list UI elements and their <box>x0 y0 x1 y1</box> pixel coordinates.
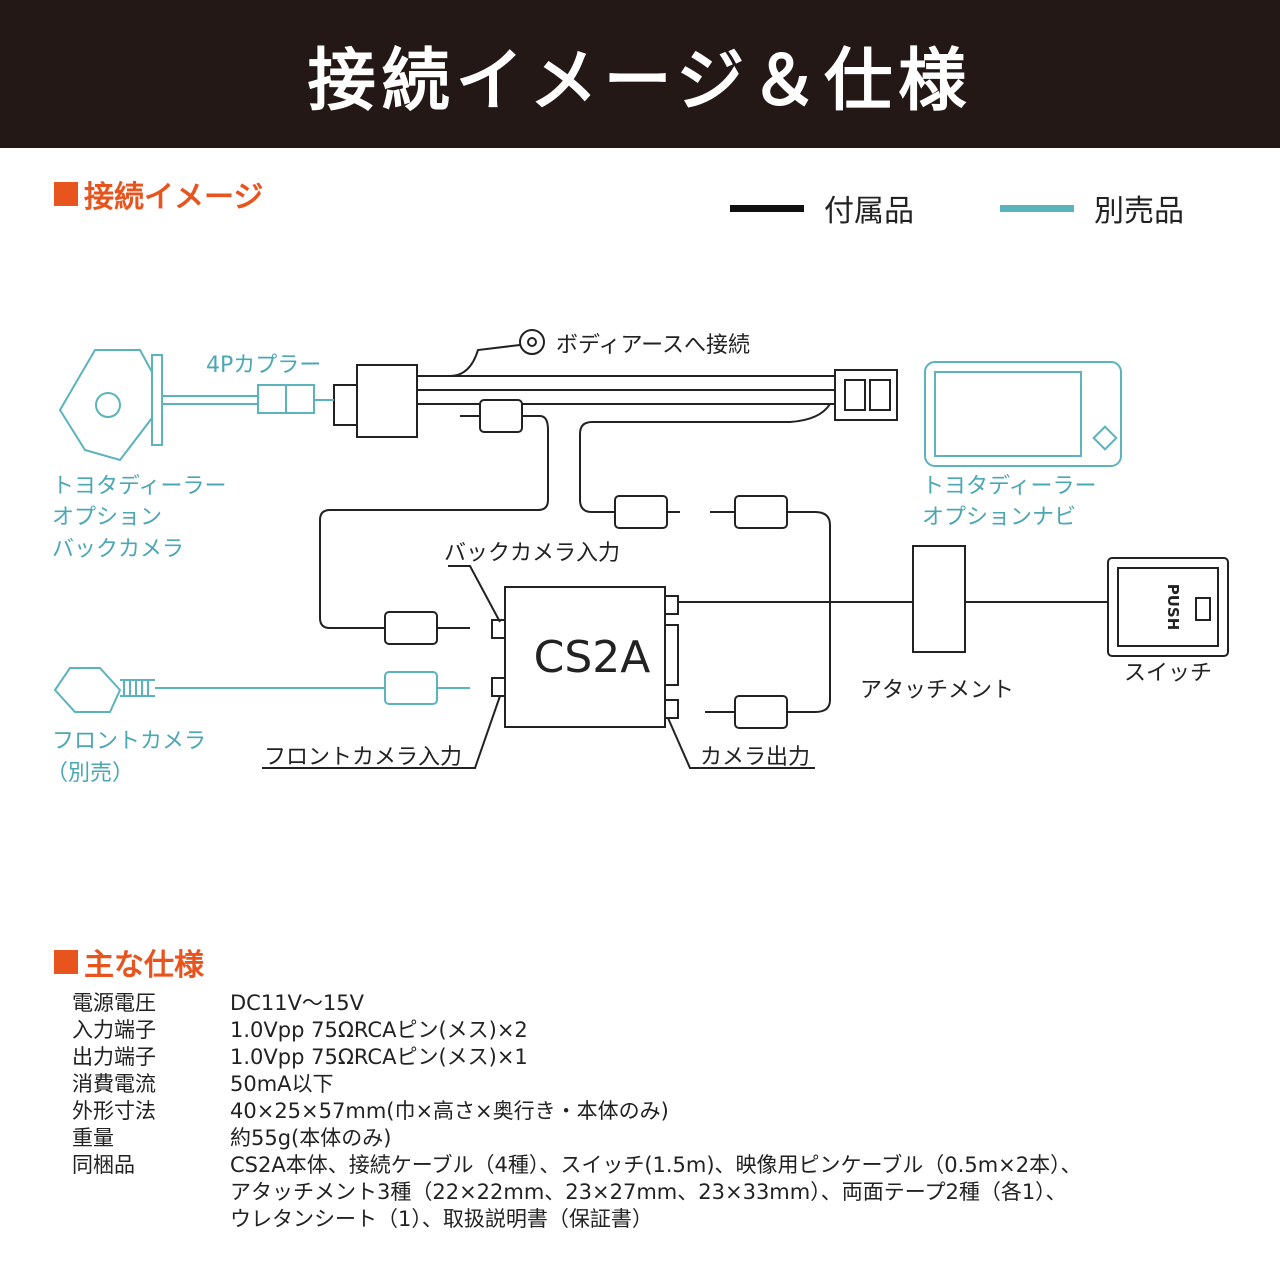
back-camera-input-jack <box>491 619 506 639</box>
body-earth-label: ボディアースへ接続 <box>556 333 750 358</box>
camera-output-jack <box>664 699 679 719</box>
front-camera-input-jack <box>491 677 506 697</box>
spec-key: 外形寸法 <box>72 1099 156 1123</box>
section-marker-icon <box>54 182 78 206</box>
spec-row: 外形寸法 40×25×57mm(巾×高さ×奥行き・本体のみ) <box>72 1098 1082 1125</box>
switch-port <box>664 595 679 615</box>
spec-key: 消費電流 <box>72 1072 156 1096</box>
navi-button-icon <box>1092 425 1118 451</box>
push-label: PUSH <box>1164 584 1182 631</box>
switch-indicator-icon <box>1195 597 1211 621</box>
connection-diagram: CS2A ボディアースへ接続 バックカメラ入力 フロントカメラ入力 カメラ出力 … <box>46 329 1229 786</box>
coupler-label: 4Pカプラー <box>206 353 321 378</box>
legend-optional: 別売品 <box>1000 186 1184 230</box>
page-title: 接続イメージ＆仕様 <box>307 41 973 121</box>
harness-port <box>664 624 679 686</box>
front-camera-input-label: フロントカメラ入力 <box>264 745 462 770</box>
specs-section-heading: 主な仕様 <box>54 940 204 984</box>
legend-included: 付属品 <box>730 186 914 230</box>
spec-value: 1.0Vpp 75ΩRCAピン(メス)×2 <box>230 1018 528 1042</box>
front-camera-rca-plug <box>384 671 438 705</box>
navi-label-line1: トヨタディーラー <box>922 474 1096 499</box>
switch-label: スイッチ <box>1124 661 1212 686</box>
legend-optional-label: 別売品 <box>1094 194 1184 229</box>
camera-output-label: カメラ出力 <box>700 745 810 770</box>
title-banner: 接続イメージ＆仕様 <box>0 0 1280 148</box>
coupler-left <box>257 384 287 414</box>
earth-ring-icon <box>519 329 545 355</box>
navi-screen <box>934 371 1082 457</box>
spec-row: 電源電圧 DC11V～15V <box>72 990 1082 1017</box>
spec-value: 50mA以下 <box>230 1072 334 1096</box>
front-camera-label-line1: フロントカメラ <box>52 729 206 754</box>
navi-video-cable <box>579 403 835 513</box>
back-camera-label-line1: トヨタディーラー <box>52 474 226 499</box>
spec-row: 出力端子 1.0Vpp 75ΩRCAピン(メス)×1 <box>72 1044 1082 1071</box>
connection-section-title: 接続イメージ <box>84 180 264 215</box>
spec-key: 同梱品 <box>72 1153 135 1177</box>
section-marker-icon <box>54 950 78 974</box>
legend-optional-swatch <box>1000 204 1074 212</box>
spec-value: 40×25×57mm(巾×高さ×奥行き・本体のみ) <box>230 1099 669 1123</box>
pin-cable-plug-top <box>734 495 788 529</box>
camera-output-leader <box>667 717 815 769</box>
pin-cable-plug-bottom <box>734 695 788 729</box>
spec-key: 重量 <box>72 1126 114 1150</box>
spec-row: 入力端子 1.0Vpp 75ΩRCAピン(メス)×2 <box>72 1017 1082 1044</box>
legend-included-swatch <box>730 204 804 212</box>
back-camera-cable <box>319 415 549 629</box>
unit-label: CS2A <box>534 632 651 683</box>
coupler-right <box>285 384 315 414</box>
spec-key: 入力端子 <box>72 1018 156 1042</box>
harness-connector <box>356 364 418 438</box>
spec-row: 同梱品 CS2A本体、接続ケーブル（4種）、スイッチ(1.5m)、映像用ピンケーブ… <box>72 1152 1082 1233</box>
back-camera-icon <box>58 349 153 462</box>
spec-key: 出力端子 <box>72 1045 156 1069</box>
back-camera-rca-plug <box>384 611 438 645</box>
front-camera-input-leader <box>262 695 501 769</box>
back-camera-label-line2: オプション <box>52 505 162 530</box>
harness-rca-plug <box>479 399 523 433</box>
back-camera-input-leader <box>448 565 501 623</box>
front-camera-icon <box>53 667 122 713</box>
legend-included-label: 付属品 <box>824 194 914 229</box>
back-camera-label-line3: バックカメラ <box>52 537 184 562</box>
connection-section-heading: 接続イメージ <box>54 172 263 216</box>
attachment <box>912 545 966 653</box>
spec-value: 1.0Vpp 75ΩRCAピン(メス)×1 <box>230 1045 528 1069</box>
spec-value: 約55g(本体のみ) <box>230 1126 392 1150</box>
front-camera-label-line2: （別売） <box>46 761 134 786</box>
spec-row: 消費電流 50mA以下 <box>72 1071 1082 1098</box>
earth-wire <box>449 344 521 377</box>
spec-value: CS2A本体、接続ケーブル（4種）、スイッチ(1.5m)、映像用ピンケーブル（0… <box>230 1153 1082 1231</box>
spec-value: DC11V～15V <box>230 991 365 1015</box>
attachment-label: アタッチメント <box>860 678 1014 703</box>
spec-row: 重量 約55g(本体のみ) <box>72 1125 1082 1152</box>
back-camera-input-label: バックカメラ入力 <box>444 541 620 566</box>
navi-label-line2: オプションナビ <box>922 505 1076 530</box>
pin-cable <box>787 511 831 713</box>
spec-key: 電源電圧 <box>72 991 156 1015</box>
specs-section-title: 主な仕様 <box>84 948 204 983</box>
navi-video-jack <box>614 495 668 529</box>
